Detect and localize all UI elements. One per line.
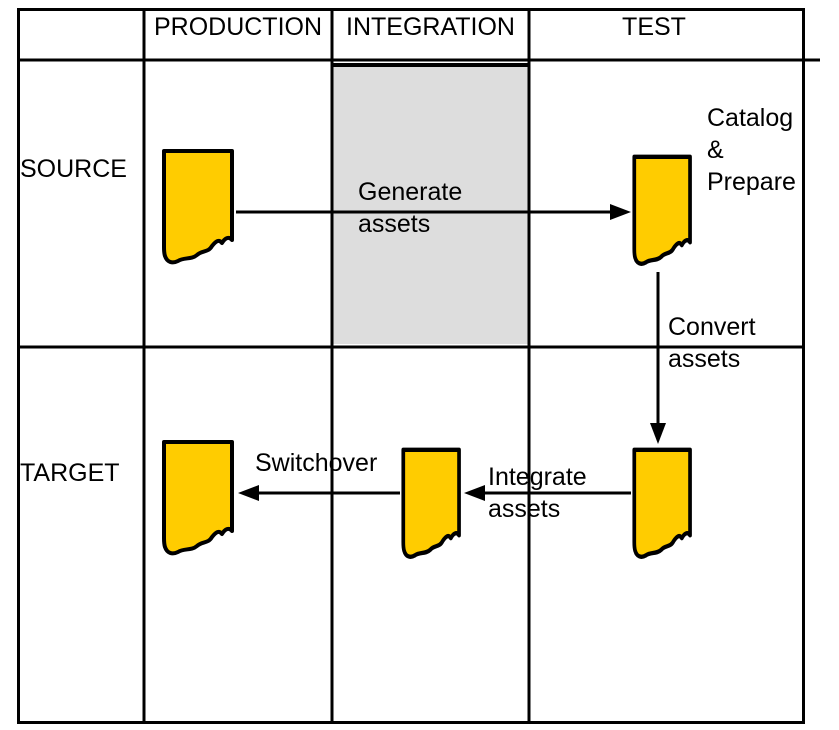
integration-panel: [333, 66, 528, 344]
document-icon-source-test: [634, 157, 690, 264]
integrate-assets-label: Integrate assets: [488, 461, 587, 525]
document-icon-target-production: [162, 440, 234, 556]
label-line: Generate: [358, 178, 463, 206]
label-line: assets: [668, 345, 741, 373]
convert-assets-arrow: [650, 272, 666, 444]
arrowhead-down: [650, 423, 666, 444]
row-header-target: TARGET: [20, 459, 120, 487]
switchover-arrow: [238, 485, 400, 501]
convert-assets-label: Convert assets: [668, 311, 756, 375]
column-header-production: PRODUCTION: [153, 13, 323, 41]
label-line: Prepare: [707, 168, 796, 196]
arrowhead-right: [610, 204, 631, 220]
generate-assets-label: Generate assets: [358, 176, 462, 240]
switchover-label: Switchover: [255, 449, 378, 477]
label-line: Integrate: [488, 463, 587, 491]
document-icon-source-production: [162, 149, 234, 265]
document-icon-target-test: [634, 450, 690, 557]
label-line: Catalog: [707, 104, 794, 132]
label-line: assets: [488, 495, 561, 523]
generate-assets-arrow: [236, 204, 631, 220]
arrowhead-left: [464, 485, 485, 501]
row-header-source: SOURCE: [20, 155, 127, 183]
label-line: Convert: [668, 313, 756, 341]
label-line: &: [707, 136, 724, 164]
column-header-integration: INTEGRATION: [346, 13, 515, 41]
integrate-assets-arrow: [464, 485, 631, 501]
catalog-prepare-label: Catalog & Prepare: [707, 102, 796, 198]
label-line: assets: [358, 210, 431, 238]
column-header-test: TEST: [622, 13, 686, 41]
arrowhead-left: [238, 485, 259, 501]
document-icon-target-integration: [403, 450, 459, 557]
